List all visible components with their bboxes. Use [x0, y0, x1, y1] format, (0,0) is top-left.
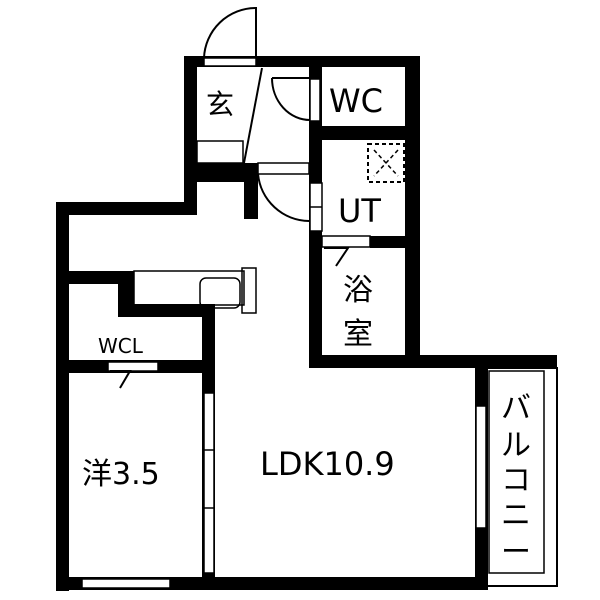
ut-label: UT [338, 192, 381, 230]
balcony-char-5: ー [501, 535, 531, 570]
wcl-label: WCL [98, 334, 144, 358]
fixtures [133, 143, 558, 587]
door-swings [110, 6, 350, 389]
washer-space-icon [367, 143, 405, 183]
entrance-label: 玄 [206, 88, 234, 121]
wc-label: WC [329, 82, 383, 120]
sink-icon [199, 277, 241, 309]
ldk-label: LDK10.9 [260, 445, 395, 483]
balcony [486, 367, 558, 587]
western-room-label: 洋3.5 [82, 457, 160, 492]
balcony-char-4: ニ [501, 498, 531, 533]
labels: 玄 WC UT 浴 室 WCL 洋3.5 LDK10.9 バ ル コ ニ ー [82, 82, 531, 570]
bath-label-1: 浴 [343, 273, 373, 308]
kitchen-side [241, 267, 257, 314]
openings [81, 57, 487, 589]
bath-label-2: 室 [343, 317, 373, 352]
balcony-char-1: バ [501, 391, 531, 426]
balcony-char-2: ル [501, 428, 531, 463]
walls [56, 56, 557, 591]
kitchen-counter [133, 270, 245, 306]
balcony-char-3: コ [501, 463, 531, 498]
